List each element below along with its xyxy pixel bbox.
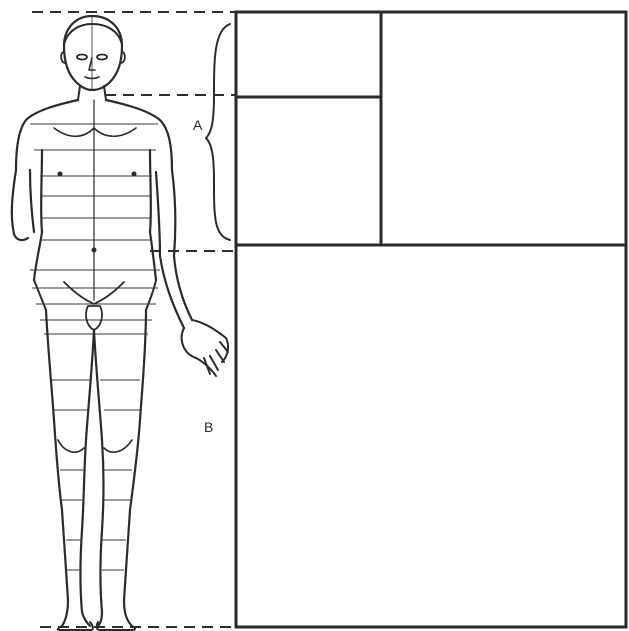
right-eye-icon [97, 55, 107, 60]
brace-segment-a [206, 24, 230, 240]
left-arm [12, 170, 34, 240]
navel-icon [92, 248, 97, 253]
chest-contour [54, 128, 136, 136]
golden-rectangle [236, 12, 626, 627]
knees [58, 440, 132, 452]
human-figure [12, 16, 228, 630]
label-segment-a: A [193, 117, 203, 133]
right-nipple-icon [132, 172, 137, 177]
left-eye-icon [77, 55, 87, 60]
right-leg-outer [124, 310, 146, 626]
pelvis-detail [86, 306, 102, 330]
left-leg-outer [46, 310, 68, 626]
right-leg-inner [94, 330, 104, 626]
outer-rectangle [236, 12, 626, 627]
label-segment-b: B [204, 419, 213, 435]
left-leg-inner [81, 330, 95, 626]
left-nipple-icon [58, 172, 63, 177]
hairline [64, 24, 122, 44]
right-arm [156, 170, 192, 328]
torso-sides [34, 150, 156, 280]
right-hand [182, 320, 228, 376]
hip-guide-lines [30, 270, 160, 334]
